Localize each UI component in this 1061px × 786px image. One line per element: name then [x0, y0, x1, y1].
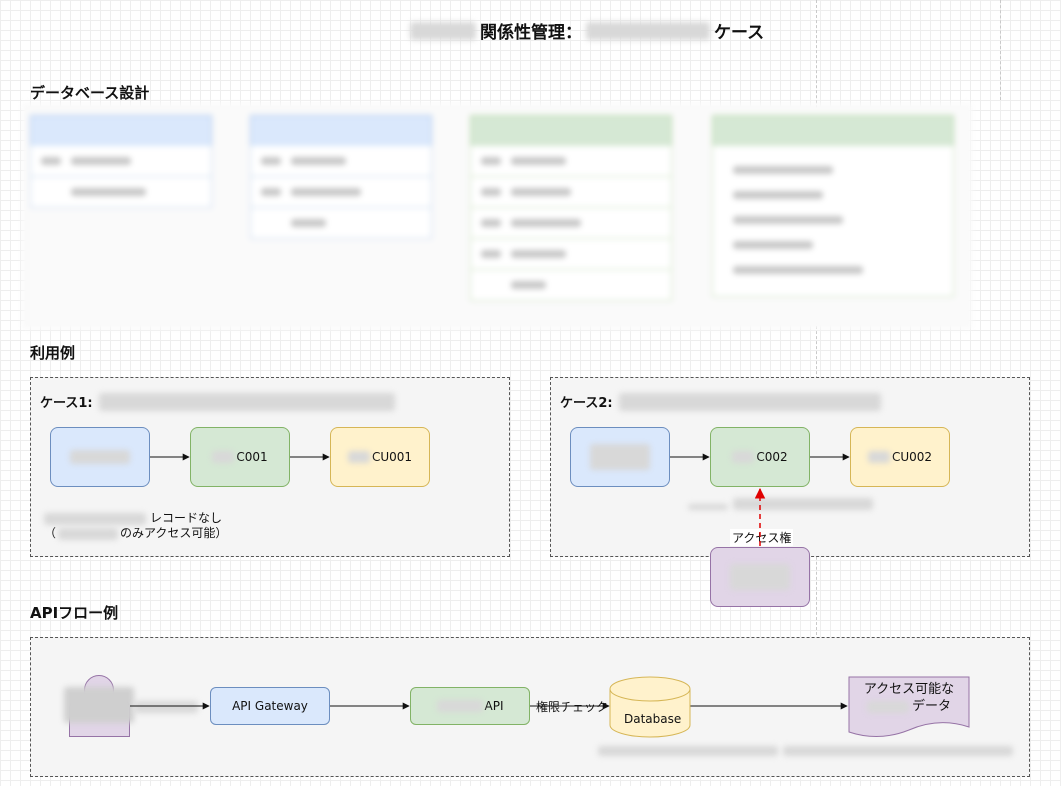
- api-service-node: API: [410, 687, 530, 725]
- case1-user-node: [50, 427, 150, 487]
- case2-description-redacted: [618, 392, 881, 411]
- database-note-redacted: [590, 740, 1014, 760]
- case1-note-line2: のみアクセス可能）: [120, 526, 228, 540]
- case2-customer-prefix-redacted: [867, 451, 890, 463]
- title-redacted-prefix: [410, 21, 476, 40]
- er-table-4-body: [712, 146, 954, 297]
- case2-third-party-label-redacted: [730, 564, 790, 590]
- case1-note-redacted-2: [58, 527, 119, 540]
- case2-third-party-node: [710, 547, 810, 607]
- case2-user-node: [570, 427, 670, 487]
- case1-user-label-redacted: [70, 450, 130, 464]
- er-table-3-row: [470, 270, 672, 301]
- er-table-3-row: [470, 208, 672, 239]
- case1-note-line1: レコードなし: [150, 511, 223, 525]
- er-table-1-row: [30, 177, 212, 208]
- result-document-text: アクセス可能な データ: [849, 681, 969, 715]
- case1-customer-prefix-redacted: [347, 451, 370, 463]
- er-table-2-row: [250, 208, 432, 239]
- section-heading-db-design: データベース設計: [30, 84, 150, 102]
- database-design-diagram-redacted: [22, 103, 972, 329]
- api-gateway-node: API Gateway: [210, 687, 330, 725]
- case1-company-node: C001: [190, 427, 290, 487]
- case2-user-label-redacted: [590, 444, 650, 470]
- result-line1: アクセス可能な: [863, 682, 955, 697]
- result-redacted: [866, 700, 909, 713]
- er-table-3-row: [470, 146, 672, 177]
- er-table-4-header: [712, 115, 954, 147]
- case1-note-open-paren: （: [44, 526, 57, 540]
- er-table-1-header: [30, 115, 212, 147]
- title-main-text: 関係性管理：: [480, 23, 582, 43]
- section-heading-api-flow: APIフロー例: [30, 604, 119, 622]
- page-title: 関係性管理： ケース: [410, 18, 764, 43]
- case2-customer-node: CU002: [850, 427, 950, 487]
- case2-label: ケース2:: [560, 396, 613, 411]
- result-line2: データ: [911, 699, 951, 714]
- case1-heading: ケース1:: [40, 392, 395, 411]
- er-table-1-row: [30, 146, 212, 177]
- er-table-2-header: [250, 115, 432, 147]
- case1-company-prefix-redacted: [212, 451, 235, 463]
- case2-company-prefix-redacted: [732, 451, 755, 463]
- case2-annotation-redacted: [688, 490, 874, 514]
- database-label: Database: [624, 712, 682, 726]
- case2-company-code: C002: [756, 450, 788, 464]
- case2-access-label: アクセス権: [730, 529, 794, 546]
- case1-description-redacted: [98, 392, 395, 411]
- er-table-2-row: [250, 146, 432, 177]
- case1-note-redacted-1: [44, 512, 146, 525]
- api-service-label: API: [484, 699, 504, 713]
- api-gateway-label: API Gateway: [232, 699, 308, 713]
- er-table-3-row: [470, 239, 672, 270]
- title-end-text: ケース: [714, 23, 765, 43]
- er-table-3-row: [470, 177, 672, 208]
- section-heading-usage: 利用例: [30, 344, 76, 362]
- guide-line-vertical-2: [1000, 0, 1001, 100]
- case1-label: ケース1:: [40, 396, 93, 411]
- user-actor-icon: [64, 675, 134, 737]
- title-redacted-middle: [586, 21, 710, 40]
- api-service-prefix-redacted: [436, 700, 483, 712]
- case1-company-code: C001: [236, 450, 268, 464]
- request-label-redacted: [134, 698, 198, 717]
- case1-customer-node: CU001: [330, 427, 430, 487]
- case2-heading: ケース2:: [560, 392, 881, 411]
- case1-customer-code: CU001: [371, 450, 413, 464]
- case2-customer-code: CU002: [891, 450, 933, 464]
- case2-company-node: C002: [710, 427, 810, 487]
- case1-note: レコードなし （ のみアクセス可能）: [44, 511, 227, 541]
- er-table-2-row: [250, 177, 432, 208]
- permission-check-label: 権限チェック: [536, 698, 609, 715]
- er-table-3-header: [470, 115, 672, 147]
